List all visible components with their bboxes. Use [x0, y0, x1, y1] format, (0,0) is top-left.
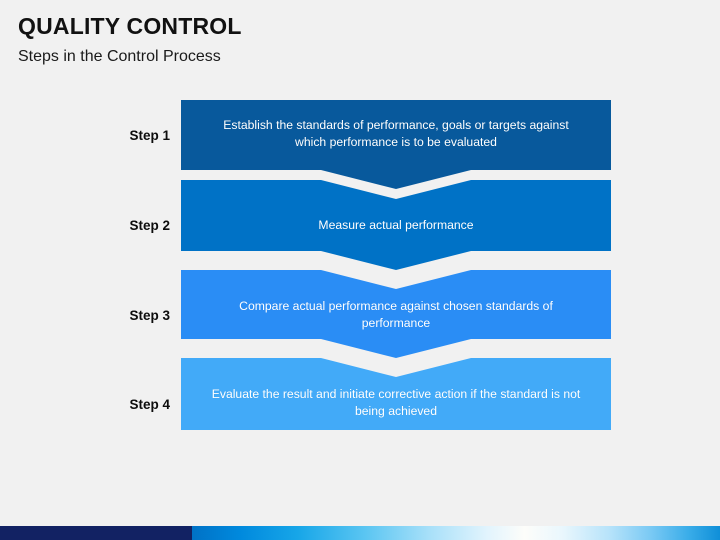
process-step-2[interactable]: Step 2 Measure actual performance — [0, 180, 720, 270]
process-step-3[interactable]: Step 3 Compare actual performance agains… — [0, 270, 720, 360]
chevron-process-diagram: Step 1 Establish the standards of perfor… — [0, 100, 720, 448]
footer-accent-gradient-segment — [192, 526, 720, 540]
chevron-shape-2 — [181, 180, 611, 270]
page-subtitle: Steps in the Control Process — [18, 48, 221, 65]
chevron-shape-1 — [181, 100, 611, 189]
page-title: QUALITY CONTROL — [18, 13, 242, 39]
step-text-3: Compare actual performance against chose… — [239, 299, 553, 330]
footer-accent-bar — [0, 526, 720, 540]
step-band-3[interactable]: Compare actual performance against chose… — [181, 270, 611, 360]
step-band-4[interactable]: Evaluate the result and initiate correct… — [181, 358, 611, 430]
step-band-1[interactable]: Establish the standards of performance, … — [181, 100, 611, 189]
step-text-4: Evaluate the result and initiate correct… — [211, 387, 581, 418]
step-band-2[interactable]: Measure actual performance — [181, 180, 611, 270]
step-label-2: Step 2 — [129, 218, 170, 233]
chevron-shape-4 — [181, 358, 611, 430]
step-label-3: Step 3 — [129, 308, 170, 323]
step-text-2: Measure actual performance — [318, 218, 474, 232]
step-label-1: Step 1 — [129, 128, 170, 143]
process-step-4[interactable]: Step 4 Evaluate the result and initiate … — [0, 358, 720, 448]
chevron-shape-3 — [181, 270, 611, 358]
step-label-4: Step 4 — [129, 397, 170, 412]
step-text-1: Establish the standards of performance, … — [223, 118, 569, 149]
process-step-1[interactable]: Step 1 Establish the standards of perfor… — [0, 100, 720, 190]
footer-accent-navy-segment — [0, 526, 192, 540]
slide-header: QUALITY CONTROL Steps in the Control Pro… — [18, 12, 678, 68]
